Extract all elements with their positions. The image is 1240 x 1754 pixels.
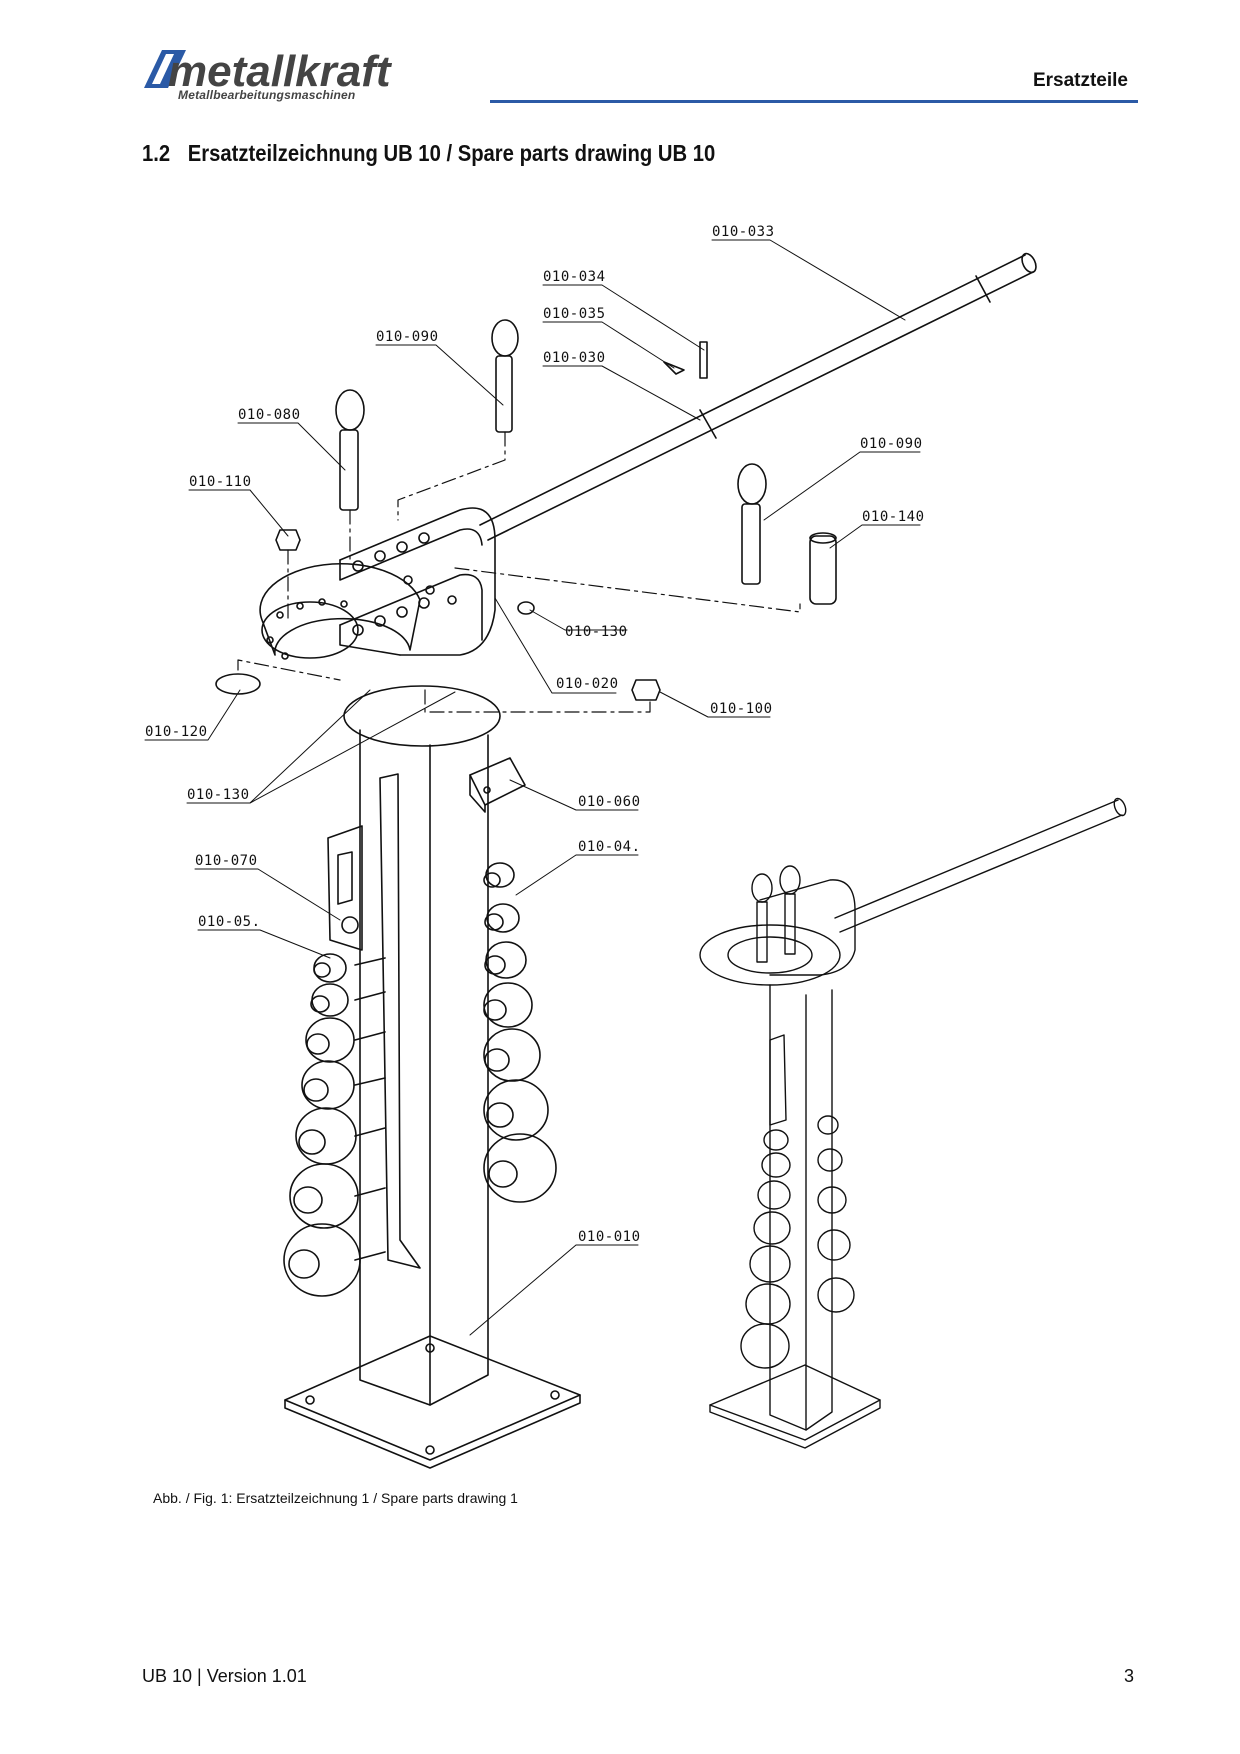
washer-010-120 [215, 673, 261, 695]
clip-010-035 [663, 361, 685, 375]
column-010-010 [284, 685, 581, 1469]
holder-010-070 [327, 825, 363, 951]
label-010-130-bottom: 010-130 [187, 787, 250, 803]
label-010-130-top: 010-130 [565, 624, 628, 640]
label-010-035: 010-035 [543, 306, 606, 322]
label-010-033: 010-033 [712, 224, 775, 240]
section-heading: 1.2 Ersatzteilzeichnung UB 10 / Spare par… [142, 140, 715, 167]
assembly-guide-lines [237, 431, 801, 713]
label-010-030: 010-030 [543, 350, 606, 366]
leader-lines [144, 239, 921, 1336]
pin-010-090-top [491, 319, 519, 433]
header-divider [490, 100, 1138, 103]
logo-tagline: Metallbearbeitungsmaschinen [178, 88, 356, 102]
label-010-034: 010-034 [543, 269, 606, 285]
label-010-140: 010-140 [862, 509, 925, 525]
label-010-090-top: 010-090 [376, 329, 439, 345]
label-010-110: 010-110 [189, 474, 252, 490]
label-010-04: 010-04. [578, 839, 641, 855]
nut-010-130-top [517, 601, 535, 615]
logo-mark-icon: metallkraft [144, 47, 393, 96]
label-010-120: 010-120 [145, 724, 208, 740]
lever-tube [479, 252, 1037, 541]
header-section-label: Ersatzteile [1032, 70, 1128, 91]
footer-page-number: 3 [1123, 1666, 1134, 1686]
footer-doc-version: UB 10 | Version 1.01 [142, 1666, 307, 1686]
label-010-070: 010-070 [195, 853, 258, 869]
figure-caption: Abb. / Fig. 1: Ersatzteilzeichnung 1 / S… [153, 1490, 518, 1506]
bending-head-bracket [339, 507, 496, 656]
label-010-090-right: 010-090 [860, 436, 923, 452]
logo-wordmark: metallkraft [168, 47, 393, 96]
part-labels: 010-033 010-034 010-035 010-030 010-090 … [145, 224, 925, 1245]
pin-010-090-right [737, 463, 767, 585]
angle-ring-plate [259, 562, 421, 660]
cap-010-100 [631, 679, 661, 701]
pin-010-034 [699, 341, 708, 379]
rollers-010-04 [483, 862, 557, 1203]
label-010-020: 010-020 [556, 676, 619, 692]
label-010-100: 010-100 [710, 701, 773, 717]
section-title: Ersatzteilzeichnung UB 10 / Spare parts … [187, 140, 716, 166]
block-010-060 [469, 757, 526, 813]
label-010-060: 010-060 [578, 794, 641, 810]
pin-010-080 [335, 389, 365, 511]
spacer-sleeve-010-140 [809, 532, 837, 605]
section-number: 1.2 [142, 140, 171, 166]
label-010-080: 010-080 [238, 407, 301, 423]
brand-logo: metallkraft Metallbearbeitungsmaschinen [140, 46, 470, 106]
nut-010-110 [275, 529, 301, 551]
rollers-010-05 [283, 953, 386, 1297]
label-010-05: 010-05. [198, 914, 261, 930]
assembled-view [699, 797, 1127, 1449]
label-010-010: 010-010 [578, 1229, 641, 1245]
